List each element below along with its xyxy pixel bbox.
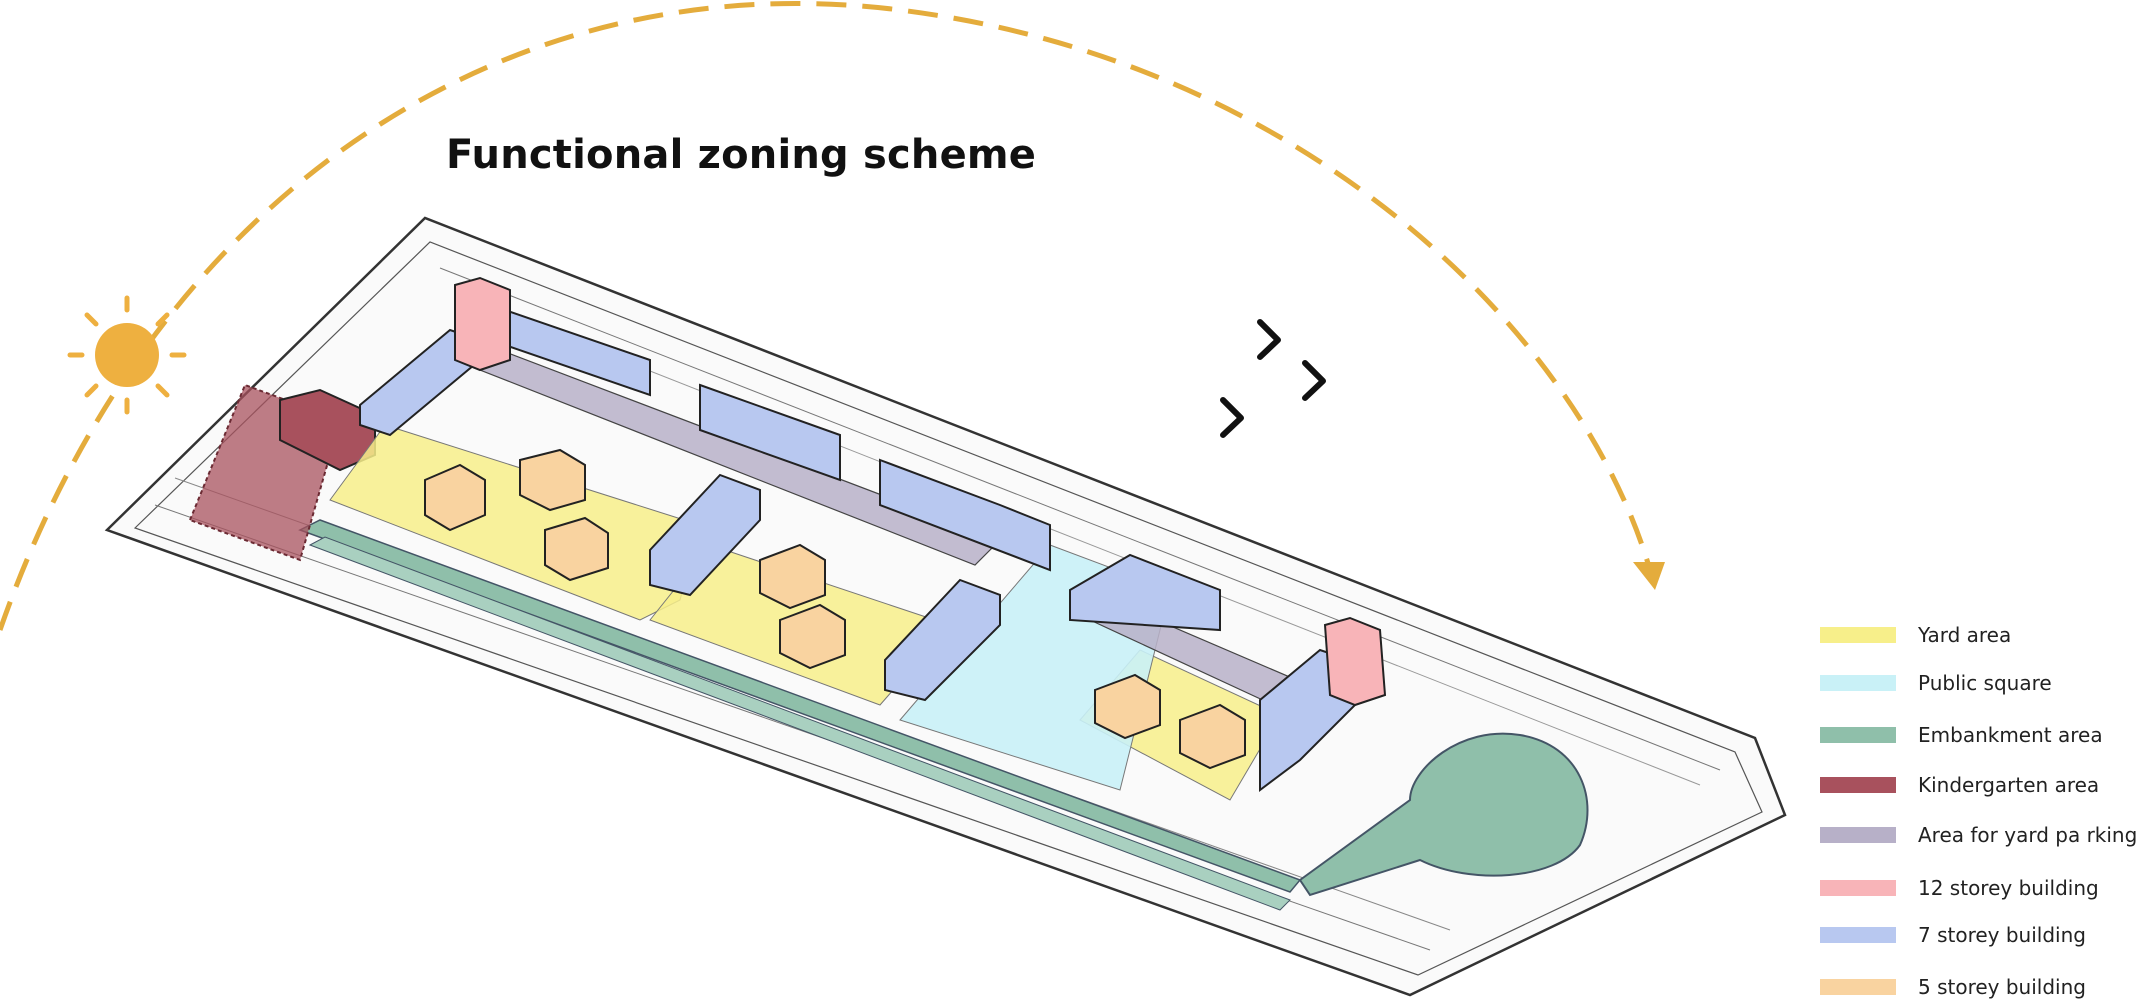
swatch xyxy=(1820,927,1896,943)
building-7-storey-4 xyxy=(649,473,761,597)
building-7-storey-5 xyxy=(879,458,1051,572)
swatch xyxy=(1820,675,1896,691)
building-5-storey-1 xyxy=(424,463,486,532)
legend-item-kindergarten: Kindergarten area xyxy=(1820,770,2099,800)
legend-label: 5 storey building xyxy=(1918,975,2086,999)
swatch xyxy=(1820,880,1896,896)
legend-item-yard-parking: Area for yard pa rking xyxy=(1820,820,2137,850)
swatch xyxy=(1820,979,1896,995)
swatch xyxy=(1820,777,1896,793)
swatch xyxy=(1820,827,1896,843)
legend-item-yard: Yard area xyxy=(1820,620,2011,650)
building-5-storey-3 xyxy=(544,516,609,582)
building-5-storey-5 xyxy=(779,603,846,670)
legend-item-5-storey: 5 storey building xyxy=(1820,972,2086,1002)
building-7-storey-3 xyxy=(699,383,841,482)
wind-direction-chevrons xyxy=(1220,319,1326,438)
sun-path-arrowhead xyxy=(1633,562,1665,590)
sun-icon xyxy=(67,295,187,415)
building-5-storey-6 xyxy=(1094,673,1161,740)
site-plan xyxy=(104,216,1787,997)
sun-path-arrow xyxy=(0,0,1653,631)
legend-label: 12 storey building xyxy=(1918,876,2099,900)
building-12-storey-2 xyxy=(1323,616,1387,707)
building-7-storey-6 xyxy=(884,578,1001,702)
legend-label: Kindergarten area xyxy=(1918,773,2100,797)
swatch xyxy=(1820,627,1896,643)
legend-item-12-storey: 12 storey building xyxy=(1820,873,2099,903)
building-12-storey-1 xyxy=(454,276,511,372)
embankment-park xyxy=(1298,732,1589,897)
swatch xyxy=(1820,727,1896,743)
legend-label: 7 storey building xyxy=(1918,923,2086,947)
legend-label: Public square xyxy=(1918,671,2052,695)
building-5-storey-4 xyxy=(759,543,826,610)
legend-item-embankment: Embankment area xyxy=(1820,720,2103,750)
building-5-storey-7 xyxy=(1179,703,1246,770)
building-5-storey-2 xyxy=(519,448,586,512)
building-7-storey-7 xyxy=(1069,553,1221,632)
legend-item-public-square: Public square xyxy=(1820,668,2052,698)
diagram-title: Functional zoning scheme xyxy=(446,132,1037,178)
legend-label: Area for yard pa rking xyxy=(1918,823,2138,847)
legend-item-7-storey: 7 storey building xyxy=(1820,920,2086,950)
legend-label: Yard area xyxy=(1918,623,2012,647)
legend-label: Embankment area xyxy=(1918,723,2103,747)
